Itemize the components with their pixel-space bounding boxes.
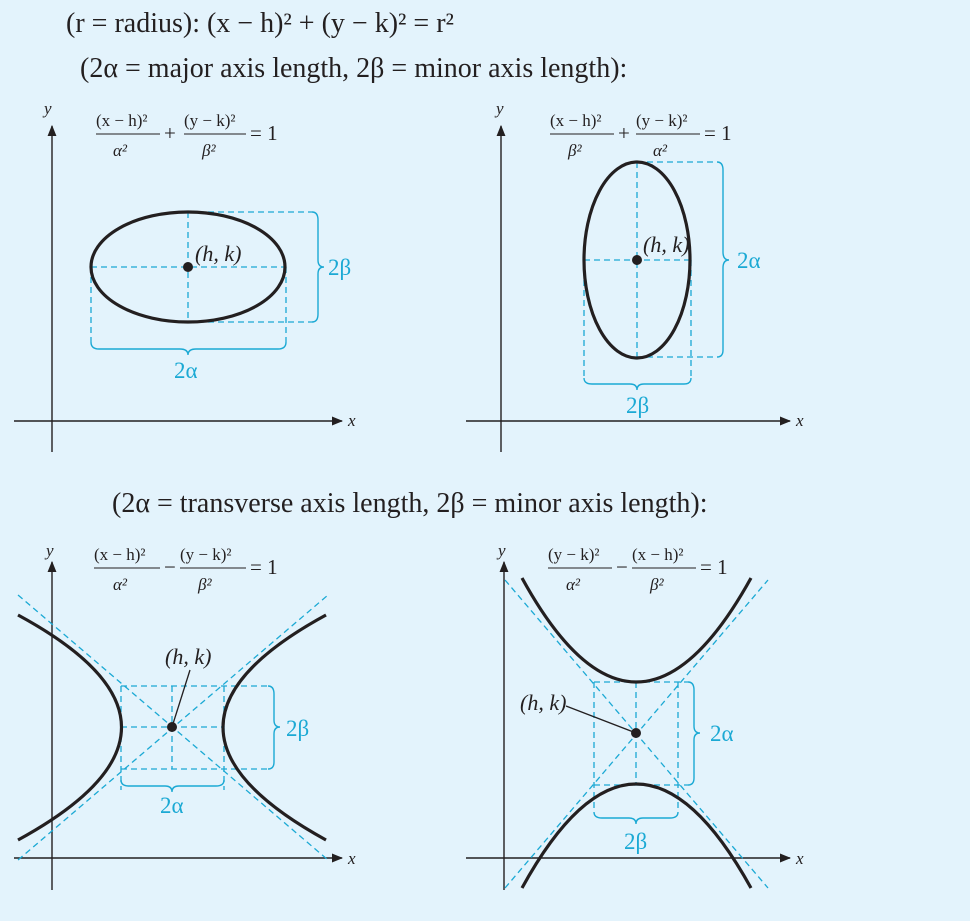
ellipse-equation: (x − h)² α² + (y − k)² β² = 1 xyxy=(96,111,278,160)
eq-den-1: α² xyxy=(113,141,128,160)
circle-equation-line: (r = radius): (x − h)² + (y − k)² = r² xyxy=(66,8,454,39)
hyperbola-upper-branch xyxy=(520,577,753,684)
eq-num-1: (x − h)² xyxy=(550,111,602,130)
minor-axis-brace xyxy=(311,211,325,323)
panel-vertical-hyperbola: y x (y − k)² α² − (x − h)² β² = 1 (h, k)… xyxy=(466,541,804,890)
center-label: (h, k) xyxy=(520,690,566,715)
x-axis-label: x xyxy=(795,411,804,430)
transverse-axis-brace xyxy=(120,779,225,793)
two-alpha-label: 2α xyxy=(160,793,184,818)
eq-num-2: (y − k)² xyxy=(636,111,688,130)
conjugate-axis-brace xyxy=(593,811,679,825)
major-axis-brace xyxy=(716,161,730,358)
y-axis-label: y xyxy=(42,99,52,118)
eq-rhs: = 1 xyxy=(250,555,278,579)
ellipse-curve xyxy=(89,210,287,324)
two-beta-label: 2β xyxy=(286,716,309,741)
eq-den-2: α² xyxy=(653,141,668,160)
ellipse-equation: (x − h)² β² + (y − k)² α² = 1 xyxy=(550,111,732,160)
hyperbola-equation: (y − k)² α² − (x − h)² β² = 1 xyxy=(548,545,728,594)
eq-num-2: (y − k)² xyxy=(184,111,236,130)
eq-operator: + xyxy=(618,121,630,145)
two-beta-label: 2β xyxy=(624,829,647,854)
two-alpha-label: 2α xyxy=(174,358,198,383)
ellipse-curve xyxy=(582,160,692,360)
center-label: (h, k) xyxy=(195,241,241,266)
major-axis-brace xyxy=(90,341,287,356)
center-leader-line xyxy=(171,669,191,728)
eq-rhs: = 1 xyxy=(704,121,732,145)
minor-axis-brace xyxy=(267,685,281,770)
center-point xyxy=(183,262,193,272)
eq-operator: − xyxy=(616,555,628,579)
eq-den-2: β² xyxy=(201,141,216,160)
y-axis-label: y xyxy=(494,99,504,118)
center-leader-line xyxy=(565,705,637,734)
eq-operator: − xyxy=(164,555,176,579)
transverse-axis-brace xyxy=(687,681,701,786)
hyperbola-equation: (x − h)² α² − (y − k)² β² = 1 xyxy=(94,545,278,594)
eq-den-2: β² xyxy=(197,575,212,594)
eq-num-1: (y − k)² xyxy=(548,545,600,564)
eq-den-1: β² xyxy=(567,141,582,160)
minor-axis-brace xyxy=(583,377,692,391)
y-axis-label: y xyxy=(496,541,506,560)
y-axis-label: y xyxy=(44,541,54,560)
eq-num-1: (x − h)² xyxy=(96,111,148,130)
two-beta-label: 2β xyxy=(328,255,351,280)
panel-horizontal-hyperbola: y x (x − h)² α² − (y − k)² β² = 1 (h, k)… xyxy=(14,541,356,890)
eq-den-1: α² xyxy=(113,575,128,594)
x-axis-label: x xyxy=(347,411,356,430)
eq-rhs: = 1 xyxy=(250,121,278,145)
panel-horizontal-ellipse: y x (x − h)² α² + (y − k)² β² = 1 (h, k)… xyxy=(14,99,356,452)
hyperbola-right-branch xyxy=(221,613,327,842)
panel-vertical-ellipse: y x (x − h)² β² + (y − k)² α² = 1 (h, k)… xyxy=(466,99,804,452)
eq-operator: + xyxy=(164,121,176,145)
x-axis-label: x xyxy=(795,849,804,868)
center-point xyxy=(632,255,642,265)
ellipse-description-line: (2α = major axis length, 2β = minor axis… xyxy=(80,53,627,84)
two-beta-label: 2β xyxy=(626,393,649,418)
center-label: (h, k) xyxy=(643,232,689,257)
hyperbola-description-line: (2α = transverse axis length, 2β = minor… xyxy=(112,488,708,519)
eq-num-2: (x − h)² xyxy=(632,545,684,564)
hyperbola-lower-branch xyxy=(520,782,753,889)
center-label: (h, k) xyxy=(165,644,211,669)
two-alpha-label: 2α xyxy=(737,248,761,273)
eq-den-2: β² xyxy=(649,575,664,594)
x-axis-label: x xyxy=(347,849,356,868)
eq-num-1: (x − h)² xyxy=(94,545,146,564)
eq-num-2: (y − k)² xyxy=(180,545,232,564)
hyperbola-left-branch xyxy=(17,613,124,842)
eq-rhs: = 1 xyxy=(700,555,728,579)
eq-den-1: α² xyxy=(566,575,581,594)
two-alpha-label: 2α xyxy=(710,721,734,746)
